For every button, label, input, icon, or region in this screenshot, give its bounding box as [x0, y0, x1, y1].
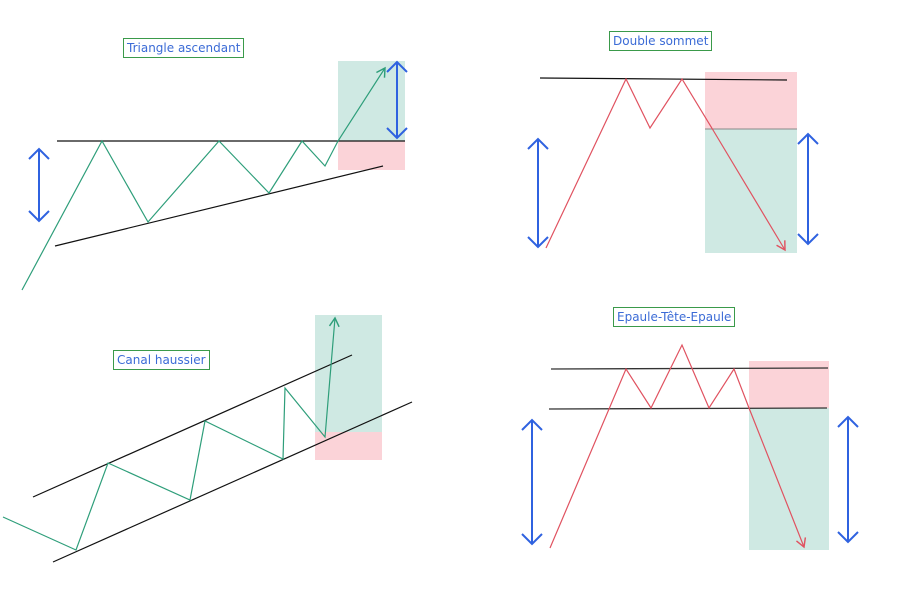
measure-arrow-icon — [527, 132, 819, 249]
price-path — [545, 77, 786, 252]
pattern-title: Double sommet — [609, 31, 713, 51]
pattern-title: Triangle ascendant — [123, 38, 245, 58]
stop-zone — [705, 72, 797, 129]
target-zone — [749, 408, 829, 550]
stop-zone — [338, 141, 405, 170]
stop-zone — [315, 432, 382, 460]
support-trendline — [54, 165, 384, 247]
pattern-title: Canal haussier — [113, 350, 210, 370]
target-zone — [705, 129, 797, 253]
price-path — [2, 316, 340, 551]
ascending-triangle-pattern — [21, 60, 408, 291]
shoulder-line — [550, 367, 829, 370]
pattern-title: Epaule-Tête-Epaule — [613, 307, 736, 327]
target-zone — [338, 61, 405, 141]
target-zone — [315, 315, 382, 432]
resistance-line — [539, 77, 788, 81]
neckline — [548, 407, 828, 410]
double-top-pattern — [527, 72, 819, 253]
measure-arrow-icon — [28, 60, 408, 223]
measure-arrow-icon — [521, 415, 859, 546]
channel-lower-line — [52, 401, 413, 563]
price-path — [21, 66, 386, 291]
price-path — [549, 343, 807, 549]
channel-upper-line — [32, 354, 353, 498]
ascending-channel-pattern — [2, 315, 413, 563]
head-and-shoulders-pattern — [521, 343, 859, 550]
